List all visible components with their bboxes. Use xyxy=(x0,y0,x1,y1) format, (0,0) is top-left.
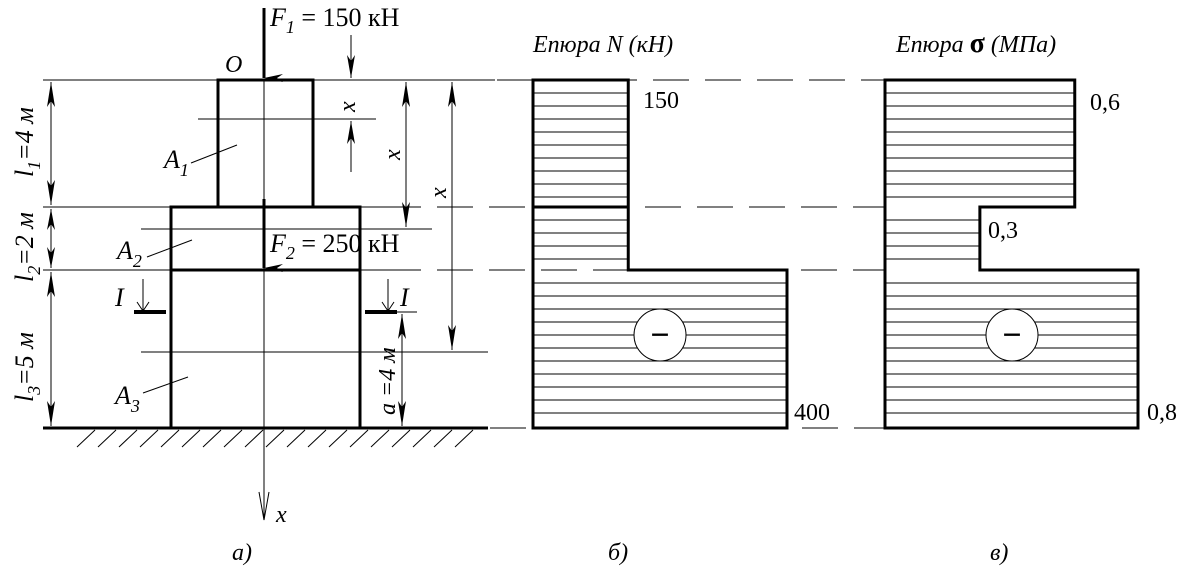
ground-hatch-line xyxy=(97,429,117,448)
ground-hatch-line xyxy=(202,429,222,448)
section-mark-right xyxy=(365,279,417,314)
caption-c: в) xyxy=(990,540,1008,566)
sigma-diagram-hatching xyxy=(885,92,1138,414)
arrowhead xyxy=(47,401,55,426)
area-label-a2: A2 xyxy=(115,236,142,271)
minus-sign: − xyxy=(1002,317,1021,354)
ground-hatch-line xyxy=(286,429,306,448)
area-label-a3: A3 xyxy=(113,381,140,416)
sigma-diagram-outline xyxy=(883,78,1140,430)
sigma-value-segment-3: 0,8 xyxy=(1147,400,1177,426)
ground-hatch-line xyxy=(349,429,369,448)
ground-hatch-line xyxy=(118,429,138,448)
sigma-value-segment-2: 0,3 xyxy=(988,218,1018,244)
arrowhead xyxy=(398,314,406,339)
area-leaders xyxy=(142,144,238,394)
leader-a1 xyxy=(190,144,238,164)
ground-hatch-line xyxy=(181,429,201,448)
x-dim-arrows xyxy=(347,55,456,426)
sigma-value-segment-1: 0,6 xyxy=(1090,90,1120,116)
x-axis-label: x xyxy=(275,502,287,528)
arrowhead xyxy=(47,272,55,297)
n-value-segment-3: 400 xyxy=(794,400,830,426)
arrowhead xyxy=(398,401,406,426)
section-arrowhead-right xyxy=(381,301,395,312)
ground-hatch-line xyxy=(412,429,432,448)
length-label-l3: l3=5 м xyxy=(10,332,44,402)
arrowhead xyxy=(47,247,55,268)
x-mark-1: x xyxy=(335,101,361,113)
arrowhead xyxy=(448,82,456,107)
bar-section-3 xyxy=(169,268,362,430)
n-diagram-hatching xyxy=(533,92,787,414)
arrowhead xyxy=(347,55,355,78)
arrowhead xyxy=(47,82,55,107)
arrowhead xyxy=(47,180,55,205)
ground-hatch-line xyxy=(391,429,411,448)
arrowhead xyxy=(402,82,410,107)
origin-label: O xyxy=(225,52,242,78)
ground-hatch-line xyxy=(139,429,159,448)
ground-hatch-line xyxy=(223,429,243,448)
arrowhead xyxy=(402,202,410,227)
n-diagram-outline xyxy=(531,78,789,430)
load-label-f1: F1 = 150 кН xyxy=(269,3,400,37)
section-arrowhead-left xyxy=(136,301,150,312)
n-sign-marker: − xyxy=(633,308,687,362)
minus-sign-circle xyxy=(985,308,1039,362)
section-mark-left xyxy=(134,279,166,314)
ground-support xyxy=(43,426,488,448)
section-label-left: I xyxy=(114,283,125,312)
length-dim-arrows xyxy=(47,82,55,426)
ground-hatch-line xyxy=(244,429,264,448)
sigma-sign-marker: − xyxy=(985,308,1039,362)
ground-hatch-line xyxy=(370,429,390,448)
leader-a3 xyxy=(142,376,189,394)
leader-a2 xyxy=(146,239,193,258)
length-label-l2: l2=2 м xyxy=(10,212,44,282)
ground-hatch-line xyxy=(160,429,180,448)
ground-hatch-line xyxy=(307,429,327,448)
x-axis-arrowhead xyxy=(258,491,270,521)
arrowhead xyxy=(448,325,456,350)
ground-hatch-line xyxy=(76,429,96,448)
n-value-segment-1: 150 xyxy=(643,88,679,114)
n-diagram-shape xyxy=(531,78,789,430)
ground-hatch-line xyxy=(265,429,285,448)
load-label-f2: F2 = 250 кН xyxy=(269,229,400,263)
sigma-diagram-title: Епюра σ (МПа) xyxy=(895,28,1056,59)
sigma-diagram-shape xyxy=(883,78,1140,430)
ground-hatch-line xyxy=(433,429,453,448)
x-mark-3: x xyxy=(426,187,452,199)
n-diagram-title: Епюра N (кН) xyxy=(532,32,673,58)
ground-hatch-line xyxy=(454,429,474,448)
arrowhead xyxy=(347,121,355,144)
area-label-a1: A1 xyxy=(162,145,189,180)
bar-section-1 xyxy=(216,78,315,209)
minus-sign-circle xyxy=(633,308,687,362)
minus-sign: − xyxy=(650,317,669,354)
section-label-right: I xyxy=(399,283,410,312)
caption-b: б) xyxy=(608,540,628,566)
arrowhead xyxy=(47,209,55,230)
length-label-l1: l1=4 м xyxy=(10,107,44,177)
ground-hatching xyxy=(76,429,474,448)
a-dimension-label: a =4 м xyxy=(375,347,401,415)
x-mark-2: x xyxy=(380,149,406,161)
extension-lines xyxy=(43,79,495,353)
ground-hatch-line xyxy=(328,429,348,448)
caption-a: а) xyxy=(232,540,252,566)
